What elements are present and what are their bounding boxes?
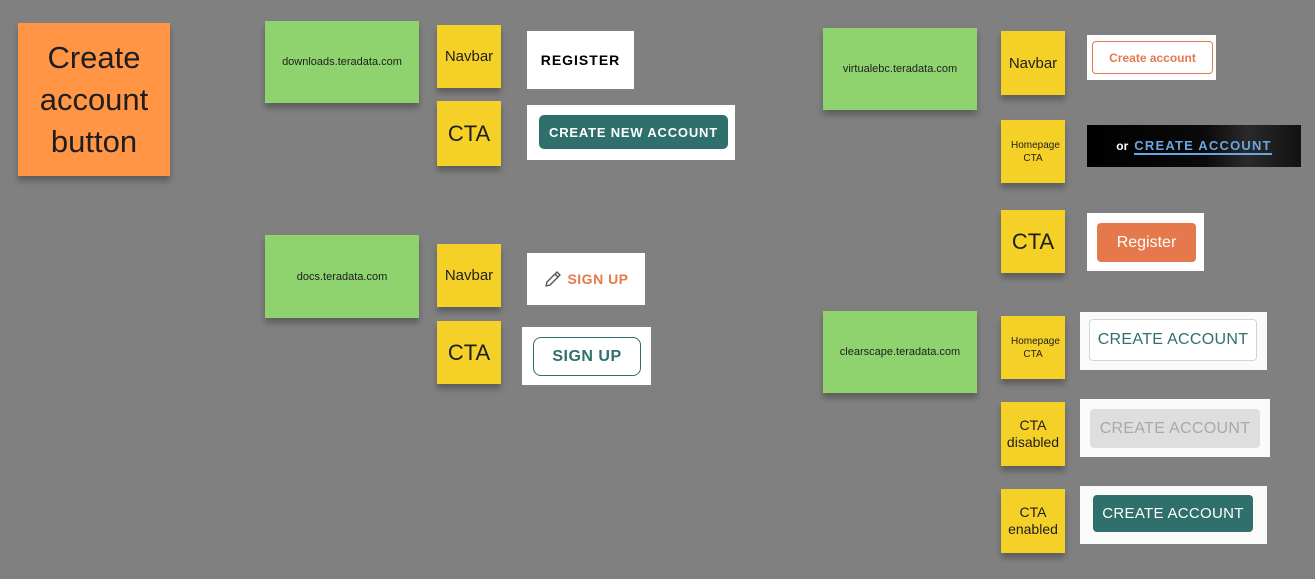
downloads-navbar-sample: REGISTER xyxy=(527,31,634,89)
site-name: downloads.teradata.com xyxy=(282,56,402,68)
label-note-homepage-cta: Homepage CTA xyxy=(1001,120,1065,183)
label-note-cta: CTA xyxy=(1001,210,1065,273)
site-note-downloads: downloads.teradata.com xyxy=(265,21,419,103)
site-note-virtualebc: virtualebc.teradata.com xyxy=(823,28,977,110)
label-note-cta-enabled: CTA enabled xyxy=(1001,489,1065,553)
virtualebc-cta-sample: Register xyxy=(1087,213,1204,271)
site-name: docs.teradata.com xyxy=(296,270,388,283)
sign-up-button[interactable]: SIGN UP xyxy=(533,337,641,376)
label-note-cta-disabled: CTA disabled xyxy=(1001,402,1065,466)
label-note-cta: CTA xyxy=(437,321,501,384)
create-account-link[interactable]: or CREATE ACCOUNT xyxy=(1087,125,1301,167)
create-new-account-button[interactable]: CREATE NEW ACCOUNT xyxy=(539,115,728,149)
site-name: virtualebc.teradata.com xyxy=(842,63,958,75)
create-account-link-label: CREATE ACCOUNT xyxy=(1134,137,1272,155)
docs-navbar-sample: SIGN UP xyxy=(527,253,645,305)
label-note-navbar: Navbar xyxy=(1001,31,1065,95)
site-name: clearscape.teradata.com xyxy=(839,346,961,358)
note-label: Navbar xyxy=(1008,54,1058,72)
note-label: CTA xyxy=(447,339,491,365)
note-label: Navbar xyxy=(444,267,494,284)
label-note-cta: CTA xyxy=(437,101,501,166)
label-note-navbar: Navbar xyxy=(437,244,501,307)
label-note-homepage-cta: Homepage CTA xyxy=(1001,316,1065,379)
note-label: Homepage CTA xyxy=(1011,139,1060,164)
virtualebc-homepage-sample: or CREATE ACCOUNT xyxy=(1087,125,1301,167)
virtualebc-navbar-sample: Create account xyxy=(1087,35,1216,80)
note-label: Homepage CTA xyxy=(1011,335,1060,360)
downloads-cta-sample: CREATE NEW ACCOUNT xyxy=(527,105,735,160)
label-note-navbar: Navbar xyxy=(437,25,501,88)
create-account-disabled-button: CREATE ACCOUNT xyxy=(1090,409,1260,448)
note-label: CTA xyxy=(1011,228,1055,254)
board-title: Create account button xyxy=(39,39,149,159)
clearscape-disabled-sample: CREATE ACCOUNT xyxy=(1080,399,1270,457)
clearscape-enabled-sample: CREATE ACCOUNT xyxy=(1080,486,1267,544)
note-label: CTA xyxy=(447,120,491,146)
clearscape-homepage-sample: CREATE ACCOUNT xyxy=(1080,312,1267,370)
board-title-note: Create account button xyxy=(18,23,170,176)
docs-cta-sample: SIGN UP xyxy=(522,327,651,385)
register-button[interactable]: Register xyxy=(1097,223,1196,262)
sign-up-link[interactable]: SIGN UP xyxy=(527,253,645,305)
note-label: Navbar xyxy=(444,48,494,65)
pencil-icon xyxy=(545,271,562,287)
or-prefix: or xyxy=(1116,139,1129,153)
site-note-clearscape: clearscape.teradata.com xyxy=(823,311,977,393)
note-label: CTA disabled xyxy=(1006,417,1060,450)
register-button[interactable]: REGISTER xyxy=(540,52,621,68)
create-account-button[interactable]: Create account xyxy=(1092,41,1213,74)
site-note-docs: docs.teradata.com xyxy=(265,235,419,318)
create-account-outline-button[interactable]: CREATE ACCOUNT xyxy=(1089,319,1257,361)
note-label: CTA enabled xyxy=(1008,504,1058,537)
sign-up-label: SIGN UP xyxy=(567,271,629,287)
create-account-enabled-button[interactable]: CREATE ACCOUNT xyxy=(1093,495,1253,532)
